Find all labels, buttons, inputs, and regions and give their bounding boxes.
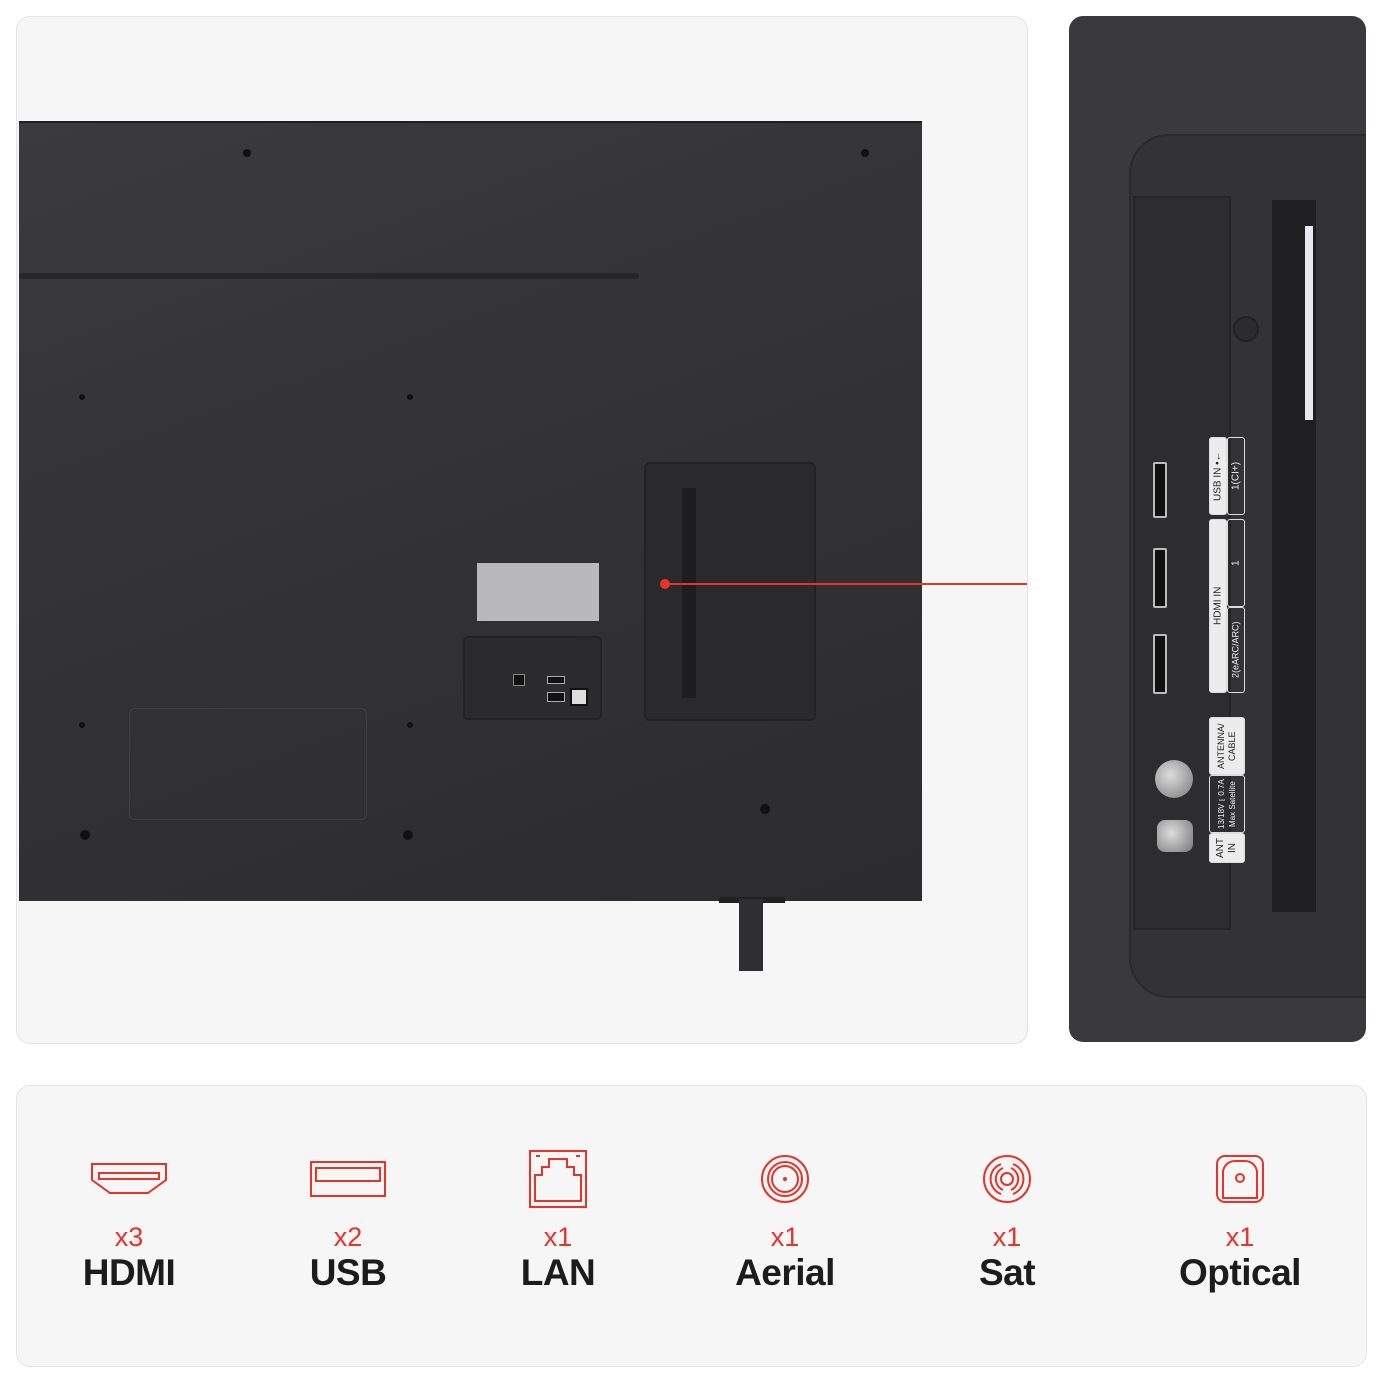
screw	[243, 149, 251, 157]
tv-back-photo-panel	[16, 16, 1028, 1044]
port-count: x3	[114, 1222, 144, 1252]
hdmi-1-label: 1	[1227, 519, 1245, 607]
vesa-hole	[407, 722, 413, 728]
port-name: USB	[309, 1252, 387, 1293]
vesa-hole	[79, 394, 85, 400]
vesa-hole	[407, 394, 413, 400]
lan-port	[570, 688, 588, 706]
blank-plate	[129, 708, 367, 820]
satellite-label: 13/18V⎓0.7A Max Satellite	[1209, 775, 1245, 833]
port-label-strip	[682, 488, 696, 698]
screw	[403, 830, 413, 840]
vesa-hole	[79, 722, 85, 728]
antenna-cable-label: ANTENNA/ CABLE	[1209, 717, 1245, 775]
port-count: x2	[333, 1222, 363, 1252]
optical-port	[513, 674, 525, 686]
aerial-icon	[685, 1146, 885, 1212]
lower-port-panel	[463, 636, 602, 720]
port-bay	[1133, 196, 1231, 930]
port-count: x1	[770, 1222, 800, 1252]
port-count: x1	[992, 1222, 1022, 1252]
hdmi-port-1	[1153, 548, 1167, 608]
port-name: HDMI	[82, 1252, 176, 1293]
label-bar	[1305, 226, 1313, 420]
port-name: Sat	[978, 1252, 1036, 1293]
callout-line	[665, 583, 1027, 585]
screw	[80, 830, 90, 840]
port-count: x1	[1225, 1222, 1255, 1252]
usb-in-label: USB IN •←	[1209, 437, 1227, 515]
usb-port	[547, 692, 565, 702]
lan-icon	[458, 1146, 658, 1212]
ports-summary-panel: x3 HDMI x2 USB x1 LAN x1 Aerial x1 Sat x…	[16, 1085, 1367, 1367]
screw	[760, 804, 770, 814]
port-count: x1	[543, 1222, 573, 1252]
port-name: LAN	[520, 1252, 596, 1293]
port-item-sat: x1 Sat	[907, 1146, 1107, 1294]
port-item-usb: x2 USB	[248, 1146, 448, 1294]
port-name: Optical	[1179, 1252, 1301, 1293]
screw	[1233, 316, 1259, 342]
tv-back-image	[19, 121, 922, 901]
port-cover	[644, 462, 816, 721]
antenna-port	[1155, 760, 1193, 798]
ant-in-label: ANT IN	[1209, 833, 1245, 863]
satellite-icon	[907, 1146, 1107, 1212]
usb-icon	[248, 1146, 448, 1212]
hdmi-in-label: HDMI IN	[1209, 519, 1227, 693]
rating-label-sticker	[477, 563, 599, 621]
port-item-hdmi: x3 HDMI	[29, 1146, 229, 1294]
satellite-port	[1157, 820, 1193, 852]
usb-port-label: 1(CI+)	[1227, 437, 1245, 515]
port-item-aerial: x1 Aerial	[685, 1146, 885, 1294]
port-closeup-panel: USB IN •← 1(CI+) HDMI IN 1 2(eARC/ARC) A…	[1069, 16, 1366, 1042]
stand-leg	[739, 899, 763, 971]
hdmi-port-2	[1153, 634, 1167, 694]
hdmi-port	[547, 676, 565, 684]
usb-port	[1153, 462, 1167, 518]
screw	[861, 149, 869, 157]
optical-icon	[1140, 1146, 1340, 1212]
port-name: Aerial	[735, 1252, 835, 1293]
port-item-lan: x1 LAN	[458, 1146, 658, 1294]
hdmi-icon	[29, 1146, 229, 1212]
port-item-optical: x1 Optical	[1140, 1146, 1340, 1294]
mount-rail	[19, 273, 639, 279]
hdmi-2-label: 2(eARC/ARC)	[1227, 607, 1245, 693]
